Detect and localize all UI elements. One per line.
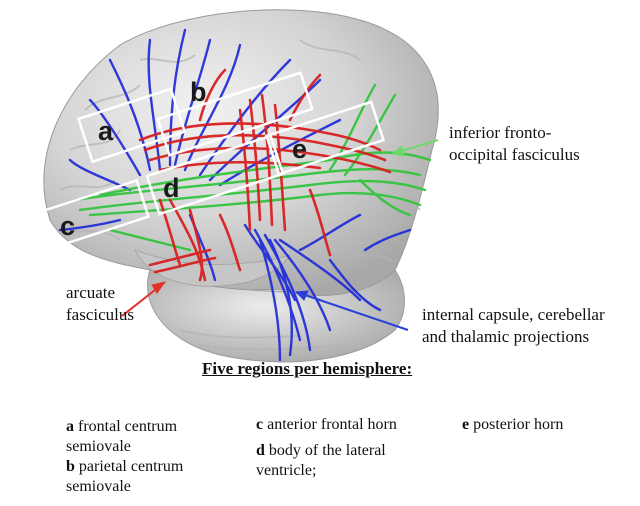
label-ifof-line2: occipital fasciculus [449, 144, 580, 165]
label-arcuate-line2: fasciculus [66, 304, 134, 325]
label-internal-line2: and thalamic projections [422, 326, 589, 347]
legend-d: d body of the lateral [256, 441, 386, 461]
legend-a-line2: semiovale [66, 437, 131, 457]
legend-e-letter: e [462, 416, 469, 433]
legend-a: a frontal centrum [66, 417, 177, 437]
label-internal-line1: internal capsule, cerebellar [422, 304, 605, 325]
legend-e: e posterior horn [462, 415, 563, 435]
legend-c-text: anterior frontal horn [267, 416, 397, 433]
regions-heading: Five regions per hemisphere: [202, 359, 412, 379]
legend-b-letter: b [66, 458, 75, 475]
region-letter-d: d [163, 173, 180, 203]
legend-b-line1: parietal centrum [79, 458, 183, 475]
legend-c: c anterior frontal horn [256, 415, 397, 435]
legend-d-letter: d [256, 442, 265, 459]
region-letter-a: a [98, 116, 114, 146]
legend-b: b parietal centrum [66, 457, 183, 477]
label-ifof-line1: inferior fronto- [449, 122, 551, 143]
legend-c-letter: c [256, 416, 263, 433]
label-arcuate-line1: arcuate [66, 282, 115, 303]
legend-d-line1: body of the lateral [269, 442, 386, 459]
legend-a-line1: frontal centrum [78, 418, 177, 435]
legend-d-line2: ventricle; [256, 461, 316, 481]
legend-a-letter: a [66, 418, 74, 435]
region-letter-b: b [190, 77, 207, 107]
region-letter-c: c [60, 211, 75, 241]
legend-e-text: posterior horn [473, 416, 563, 433]
legend-b-line2: semiovale [66, 477, 131, 497]
region-letter-e: e [292, 134, 307, 164]
